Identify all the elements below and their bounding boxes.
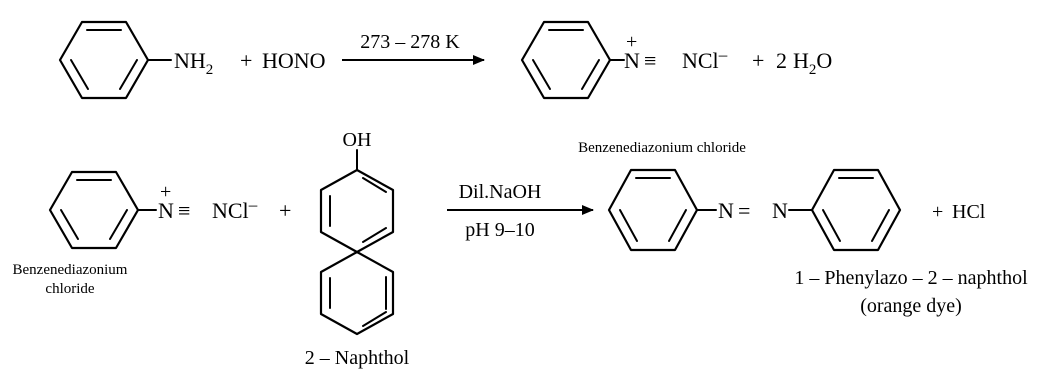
- benzene-ring-azo-left: [607, 168, 699, 252]
- plus-sign: +: [752, 48, 764, 73]
- naphthol-name: 2 – Naphthol: [305, 347, 410, 369]
- azo-nitrogen-1: N: [718, 198, 734, 223]
- positive-charge: +: [626, 31, 637, 53]
- benzene-ring-diazonium: [520, 20, 612, 100]
- triple-bond: ≡: [178, 198, 190, 223]
- product-name-diazonium: Benzenediazonium chloride: [578, 140, 746, 156]
- condition-ph: pH 9–10: [465, 219, 534, 241]
- temperature-condition: 273 – 278 K: [360, 31, 460, 53]
- benzene-ring-diazonium-reactant: [48, 170, 140, 250]
- diazo-nitrogen: N: [624, 48, 640, 73]
- benzene-ring-aniline: [58, 20, 150, 100]
- reactant-name-line2: chloride: [45, 281, 94, 297]
- naphthol-structure: [319, 149, 395, 336]
- benzene-ring-azo-right: [810, 168, 902, 252]
- diazo-nitrogen: N: [158, 198, 174, 223]
- plus-sign: +: [240, 48, 252, 73]
- positive-charge: +: [160, 181, 171, 203]
- azo-double-bond: =: [738, 198, 750, 223]
- counter-ion: NCl–: [212, 195, 258, 223]
- amine-group: NH2: [174, 48, 213, 78]
- reaction-2: + N ≡ NCl– + Benzenediazonium chloride O…: [13, 129, 1029, 369]
- product-name-line2: (orange dye): [860, 295, 962, 317]
- azo-nitrogen-2: N: [772, 198, 788, 223]
- reactant-name-line1: Benzenediazonium: [13, 262, 128, 278]
- hydroxyl-group: OH: [343, 129, 372, 151]
- product-name-line1: 1 – Phenylazo – 2 – naphthol: [794, 267, 1028, 289]
- plus-sign: +: [279, 198, 291, 223]
- triple-bond: ≡: [644, 48, 656, 73]
- hcl-byproduct: HCl: [952, 201, 986, 223]
- condition-base: Dil.NaOH: [459, 181, 542, 203]
- plus-sign: +: [932, 201, 943, 223]
- reagent-hono: HONO: [262, 48, 326, 73]
- counter-ion: NCl–: [682, 45, 728, 73]
